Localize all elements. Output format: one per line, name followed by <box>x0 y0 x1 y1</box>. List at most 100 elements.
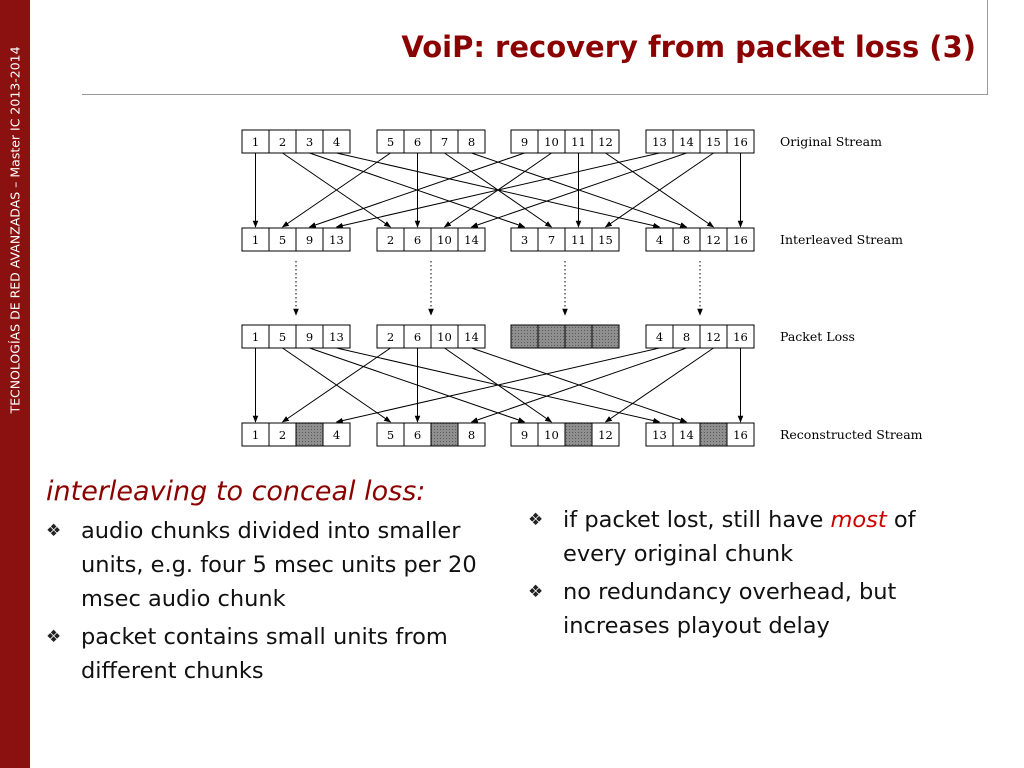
packet-loss-cell <box>510 324 539 349</box>
reconstructed-cell <box>457 422 486 447</box>
reconstructed-cell <box>591 422 620 447</box>
interleaved-cell <box>457 227 486 252</box>
reconstructed-cell-label: 6 <box>414 428 421 442</box>
reconstructed-cell-label: 8 <box>468 428 475 442</box>
interleaved-cell-label: 13 <box>329 233 344 247</box>
packet-loss-cell-label: 1 <box>252 330 259 344</box>
interleaved-cell-label: 11 <box>571 233 586 247</box>
course-footer-text: TECNOLOGÍAS DE RED AVANZADAS – Master IC… <box>7 46 23 414</box>
interleave-arrow <box>470 152 687 228</box>
packet-loss-cell-label: 13 <box>329 330 344 344</box>
original-cell-label: 12 <box>598 135 613 149</box>
reconstructed-cell-label: 4 <box>333 428 340 442</box>
original-cell-label: 4 <box>333 135 340 149</box>
reconstructed-cell <box>699 422 728 447</box>
packet-loss-cell-label: 6 <box>414 330 421 344</box>
reconstructed-cell <box>430 422 459 447</box>
interleaved-cell-label: 14 <box>464 233 479 247</box>
packet-loss-cell-label: 9 <box>306 330 313 344</box>
bullet-item: ❖ packet contains small units from diffe… <box>44 620 504 688</box>
packet-loss-cell <box>322 324 351 349</box>
packet-loss-cell <box>591 324 620 349</box>
reconstructed-cell-label: 1 <box>252 428 259 442</box>
interleaved-cell-label: 12 <box>706 233 721 247</box>
reconstructed-cell-label: 5 <box>387 428 394 442</box>
reconstructed-cell-label: 10 <box>544 428 559 442</box>
interleave-arrow <box>604 152 714 228</box>
interleaved-cell-label: 15 <box>598 233 613 247</box>
diamond-bullet-icon: ❖ <box>528 582 544 602</box>
reconstructed-cell-label: 16 <box>733 428 748 442</box>
title-frame-divider <box>987 0 988 95</box>
reconstructed-cell-label: 14 <box>679 428 694 442</box>
original-cell-label: 2 <box>279 135 286 149</box>
original-cell <box>322 129 351 154</box>
diamond-bullet-icon: ❖ <box>528 510 544 530</box>
original-cell-label: 7 <box>441 135 448 149</box>
row-label: Interleaved Stream <box>780 232 903 247</box>
diamond-bullet-icon: ❖ <box>46 627 62 647</box>
packet-loss-cell <box>537 324 566 349</box>
right-bullet-list: ❖ if packet lost, still have most of eve… <box>526 503 966 643</box>
bullet-item: ❖ audio chunks divided into smaller unit… <box>44 514 504 616</box>
bullet-item: ❖ no redundancy overhead, but increases … <box>526 575 966 643</box>
original-cell <box>457 129 486 154</box>
reconstructed-cell <box>322 422 351 447</box>
original-cell-label: 5 <box>387 135 394 149</box>
interleaved-cell-label: 9 <box>306 233 313 247</box>
bullet-text: if packet lost, still have most of every… <box>563 507 916 567</box>
bullet-item: ❖ if packet lost, still have most of eve… <box>526 503 966 571</box>
reconstructed-cell <box>295 422 324 447</box>
packet-loss-cell-label: 8 <box>683 330 690 344</box>
original-cell-label: 1 <box>252 135 259 149</box>
packet-loss-cell-label: 4 <box>656 330 663 344</box>
bullet-text: packet contains small units from differe… <box>81 624 448 684</box>
packet-loss-cell-label: 12 <box>706 330 721 344</box>
deinterleave-arrow <box>604 347 714 423</box>
interleaved-cell-label: 8 <box>683 233 690 247</box>
original-cell-label: 9 <box>521 135 528 149</box>
packet-loss-cell <box>457 324 486 349</box>
interleaved-cell <box>591 227 620 252</box>
original-cell-label: 8 <box>468 135 475 149</box>
interleave-arrow <box>308 152 525 228</box>
interleaved-cell-label: 3 <box>521 233 528 247</box>
reconstructed-cell <box>726 422 755 447</box>
row-label: Original Stream <box>780 134 882 149</box>
original-cell-label: 11 <box>571 135 586 149</box>
packet-loss-cell-label: 10 <box>437 330 452 344</box>
title-rule <box>82 94 988 95</box>
bullet-text: audio chunks divided into smaller units,… <box>81 518 477 612</box>
reconstructed-cell-label: 9 <box>521 428 528 442</box>
left-column: interleaving to conceal loss: ❖ audio ch… <box>44 474 504 692</box>
interleaved-cell <box>726 227 755 252</box>
interleave-arrow <box>281 152 391 228</box>
deinterleave-arrow <box>335 347 660 424</box>
row-label: Reconstructed Stream <box>780 427 923 442</box>
bullet-text: no redundancy overhead, but increases pl… <box>563 579 897 639</box>
interleave-arrow <box>335 152 660 229</box>
original-cell-label: 15 <box>706 135 721 149</box>
packet-loss-cell-label: 5 <box>279 330 286 344</box>
packet-loss-cell <box>564 324 593 349</box>
right-column: ❖ if packet lost, still have most of eve… <box>526 503 966 647</box>
interleaved-cell-label: 5 <box>279 233 286 247</box>
deinterleave-arrow <box>281 347 391 423</box>
packet-loss-cell-label: 16 <box>733 330 748 344</box>
reconstructed-cell-label: 2 <box>279 428 286 442</box>
emphasis-word: most <box>830 507 887 533</box>
interleaved-cell-label: 4 <box>656 233 663 247</box>
packet-loss-cell <box>726 324 755 349</box>
original-cell <box>726 129 755 154</box>
packet-loss-cell-label: 14 <box>464 330 479 344</box>
interleaved-cell-label: 7 <box>548 233 555 247</box>
original-cell-label: 13 <box>652 135 667 149</box>
interleaved-cell-label: 1 <box>252 233 259 247</box>
left-bullet-list: ❖ audio chunks divided into smaller unit… <box>44 514 504 688</box>
slide-title: VoiP: recovery from packet loss (3) <box>401 30 976 64</box>
reconstructed-cell-label: 13 <box>652 428 667 442</box>
interleaved-cell-label: 16 <box>733 233 748 247</box>
sidebar-band: TECNOLOGÍAS DE RED AVANZADAS – Master IC… <box>0 0 30 768</box>
original-cell-label: 14 <box>679 135 694 149</box>
original-cell-label: 3 <box>306 135 313 149</box>
